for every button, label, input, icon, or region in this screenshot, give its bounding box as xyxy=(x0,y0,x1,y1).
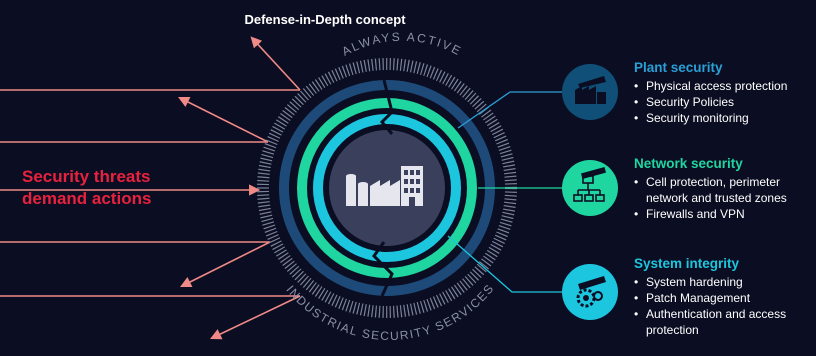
threat-line-one: Security threats xyxy=(22,167,151,186)
network-topology-icon xyxy=(573,167,606,202)
section-title: Plant security xyxy=(634,60,723,75)
list-item: Security Policies xyxy=(634,94,816,110)
threat-line-two: demand actions xyxy=(22,189,152,208)
ring-label-top: ALWAYS ACTIVE xyxy=(340,30,465,59)
ring-seam-top xyxy=(379,79,394,135)
section-plant-security: Plant security Physical access protectio… xyxy=(634,60,816,126)
threat-arrow-5 xyxy=(209,295,301,340)
list-item: Cell protection, perimeter network and t… xyxy=(634,174,816,206)
threat-arrow-1 xyxy=(250,36,301,91)
factory-padlock-icon xyxy=(575,76,606,104)
ring-seam-bottom xyxy=(372,241,394,297)
list-item: Security monitoring xyxy=(634,110,816,126)
ring-label-top-path: ALWAYS ACTIVE xyxy=(340,30,463,59)
badge-system xyxy=(562,264,618,320)
gear-padlock-icon xyxy=(576,276,606,308)
section-title: Network security xyxy=(634,156,743,171)
threat-arrow-2 xyxy=(177,96,269,143)
list-item: System hardening xyxy=(634,274,816,290)
section-list: Physical access protection Security Poli… xyxy=(634,78,816,126)
threat-heading: Security threats demand actions xyxy=(22,166,151,210)
section-system-integrity: System integrity System hardening Patch … xyxy=(634,256,816,338)
list-item: Authentication and access protection xyxy=(634,306,816,338)
badge-plant xyxy=(562,64,618,120)
list-item: Physical access protection xyxy=(634,78,816,94)
factory-icon xyxy=(346,166,423,206)
badge-network xyxy=(562,160,618,216)
section-list: Cell protection, perimeter network and t… xyxy=(634,174,816,222)
diagram-title: Defense-in-Depth concept xyxy=(244,12,406,27)
list-item: Firewalls and VPN xyxy=(634,206,816,222)
section-network-security: Network security Cell protection, perime… xyxy=(634,156,816,222)
threat-arrow-4 xyxy=(179,241,271,288)
threat-arrows xyxy=(0,36,301,340)
list-item: Patch Management xyxy=(634,290,816,306)
factory-windows xyxy=(404,170,420,206)
section-title: System integrity xyxy=(634,256,740,271)
connector-system xyxy=(447,235,562,293)
connector-plant xyxy=(457,91,562,129)
section-list: System hardening Patch Management Authen… xyxy=(634,274,816,338)
